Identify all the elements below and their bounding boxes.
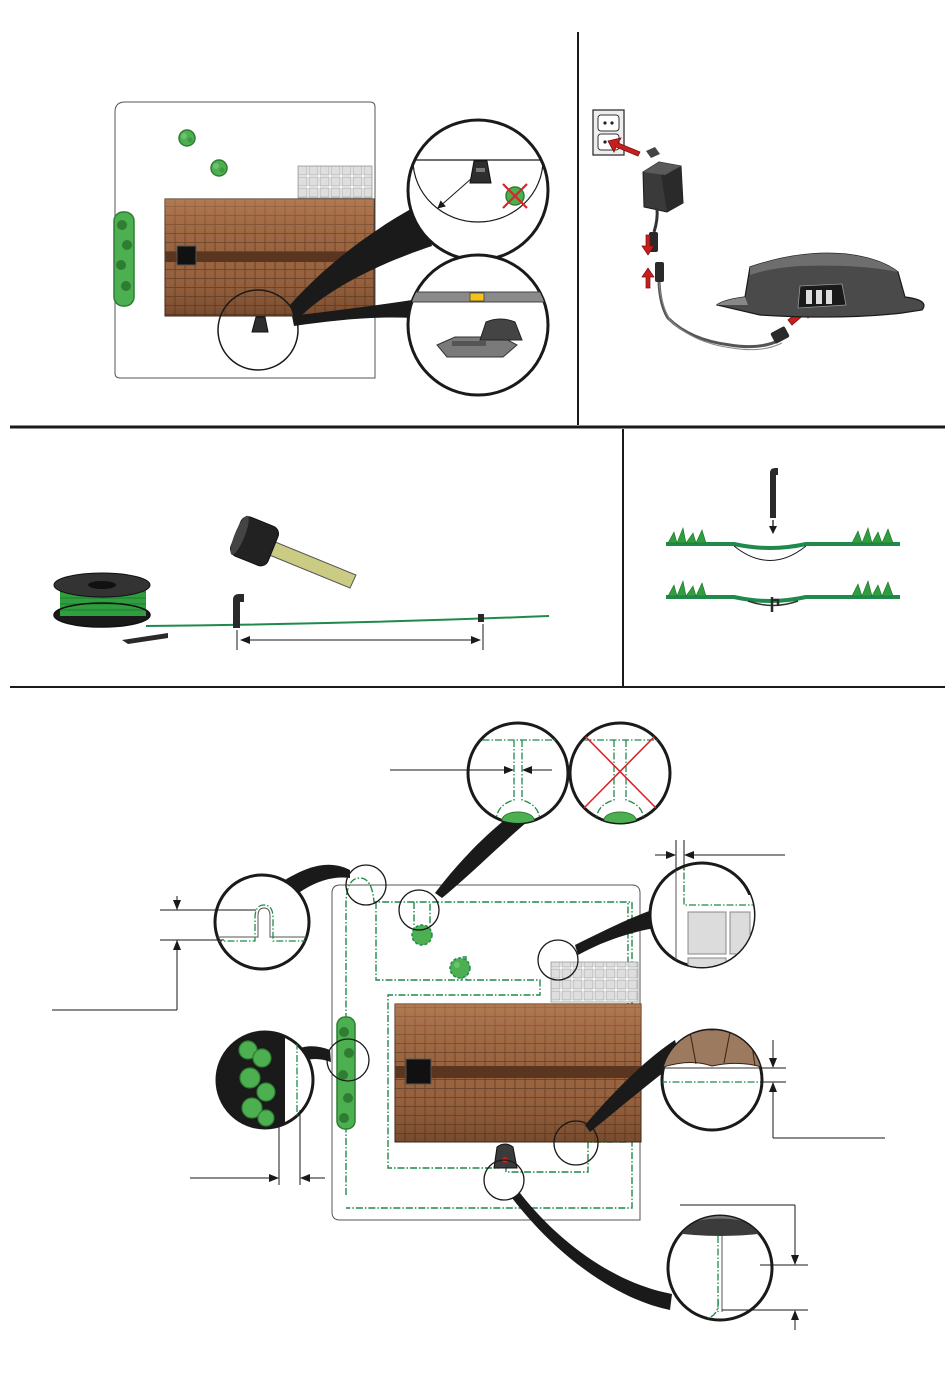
charging-station-icon (494, 1144, 517, 1168)
paving-zoom (650, 860, 760, 975)
house-icon (395, 1004, 641, 1142)
arrow-icon (642, 268, 654, 288)
shrub-icon (211, 160, 227, 176)
paving-icon (298, 166, 372, 198)
wire-reel-icon (54, 573, 150, 627)
power-supply-icon (643, 147, 683, 212)
island-wrong-zoom (570, 723, 670, 828)
boundary-wire (146, 616, 549, 626)
paving-icon (551, 962, 638, 1002)
wire-pegging-panel (54, 514, 549, 650)
peg-icon (233, 594, 244, 628)
shrub-icon (450, 958, 470, 978)
power-connection-panel (593, 110, 924, 350)
peg-spacing-dimension (237, 624, 483, 650)
hedge-icon (337, 1017, 355, 1129)
wall-dimension (760, 1040, 885, 1138)
hedge-icon (114, 212, 134, 306)
corner-zoom (215, 875, 310, 969)
grass-icon (668, 528, 893, 543)
peg-icon (770, 468, 778, 518)
station-exit-zoom (668, 1216, 775, 1320)
charging-station-icon (717, 253, 924, 317)
charging-station-placement-panel (114, 102, 551, 395)
hedge-zoom (215, 1030, 313, 1130)
grass-icon (668, 581, 893, 596)
island-correct-zoom (468, 723, 568, 828)
level-area-zoom (405, 120, 551, 260)
peg-icon (122, 633, 168, 644)
boundary-wire-layout-panel (52, 723, 885, 1330)
station-level-zoom (405, 255, 551, 395)
wire-in-ground-panel (666, 468, 900, 612)
shrub-icon (179, 130, 195, 146)
mallet-icon (227, 514, 356, 588)
wall-zoom (660, 1030, 765, 1130)
